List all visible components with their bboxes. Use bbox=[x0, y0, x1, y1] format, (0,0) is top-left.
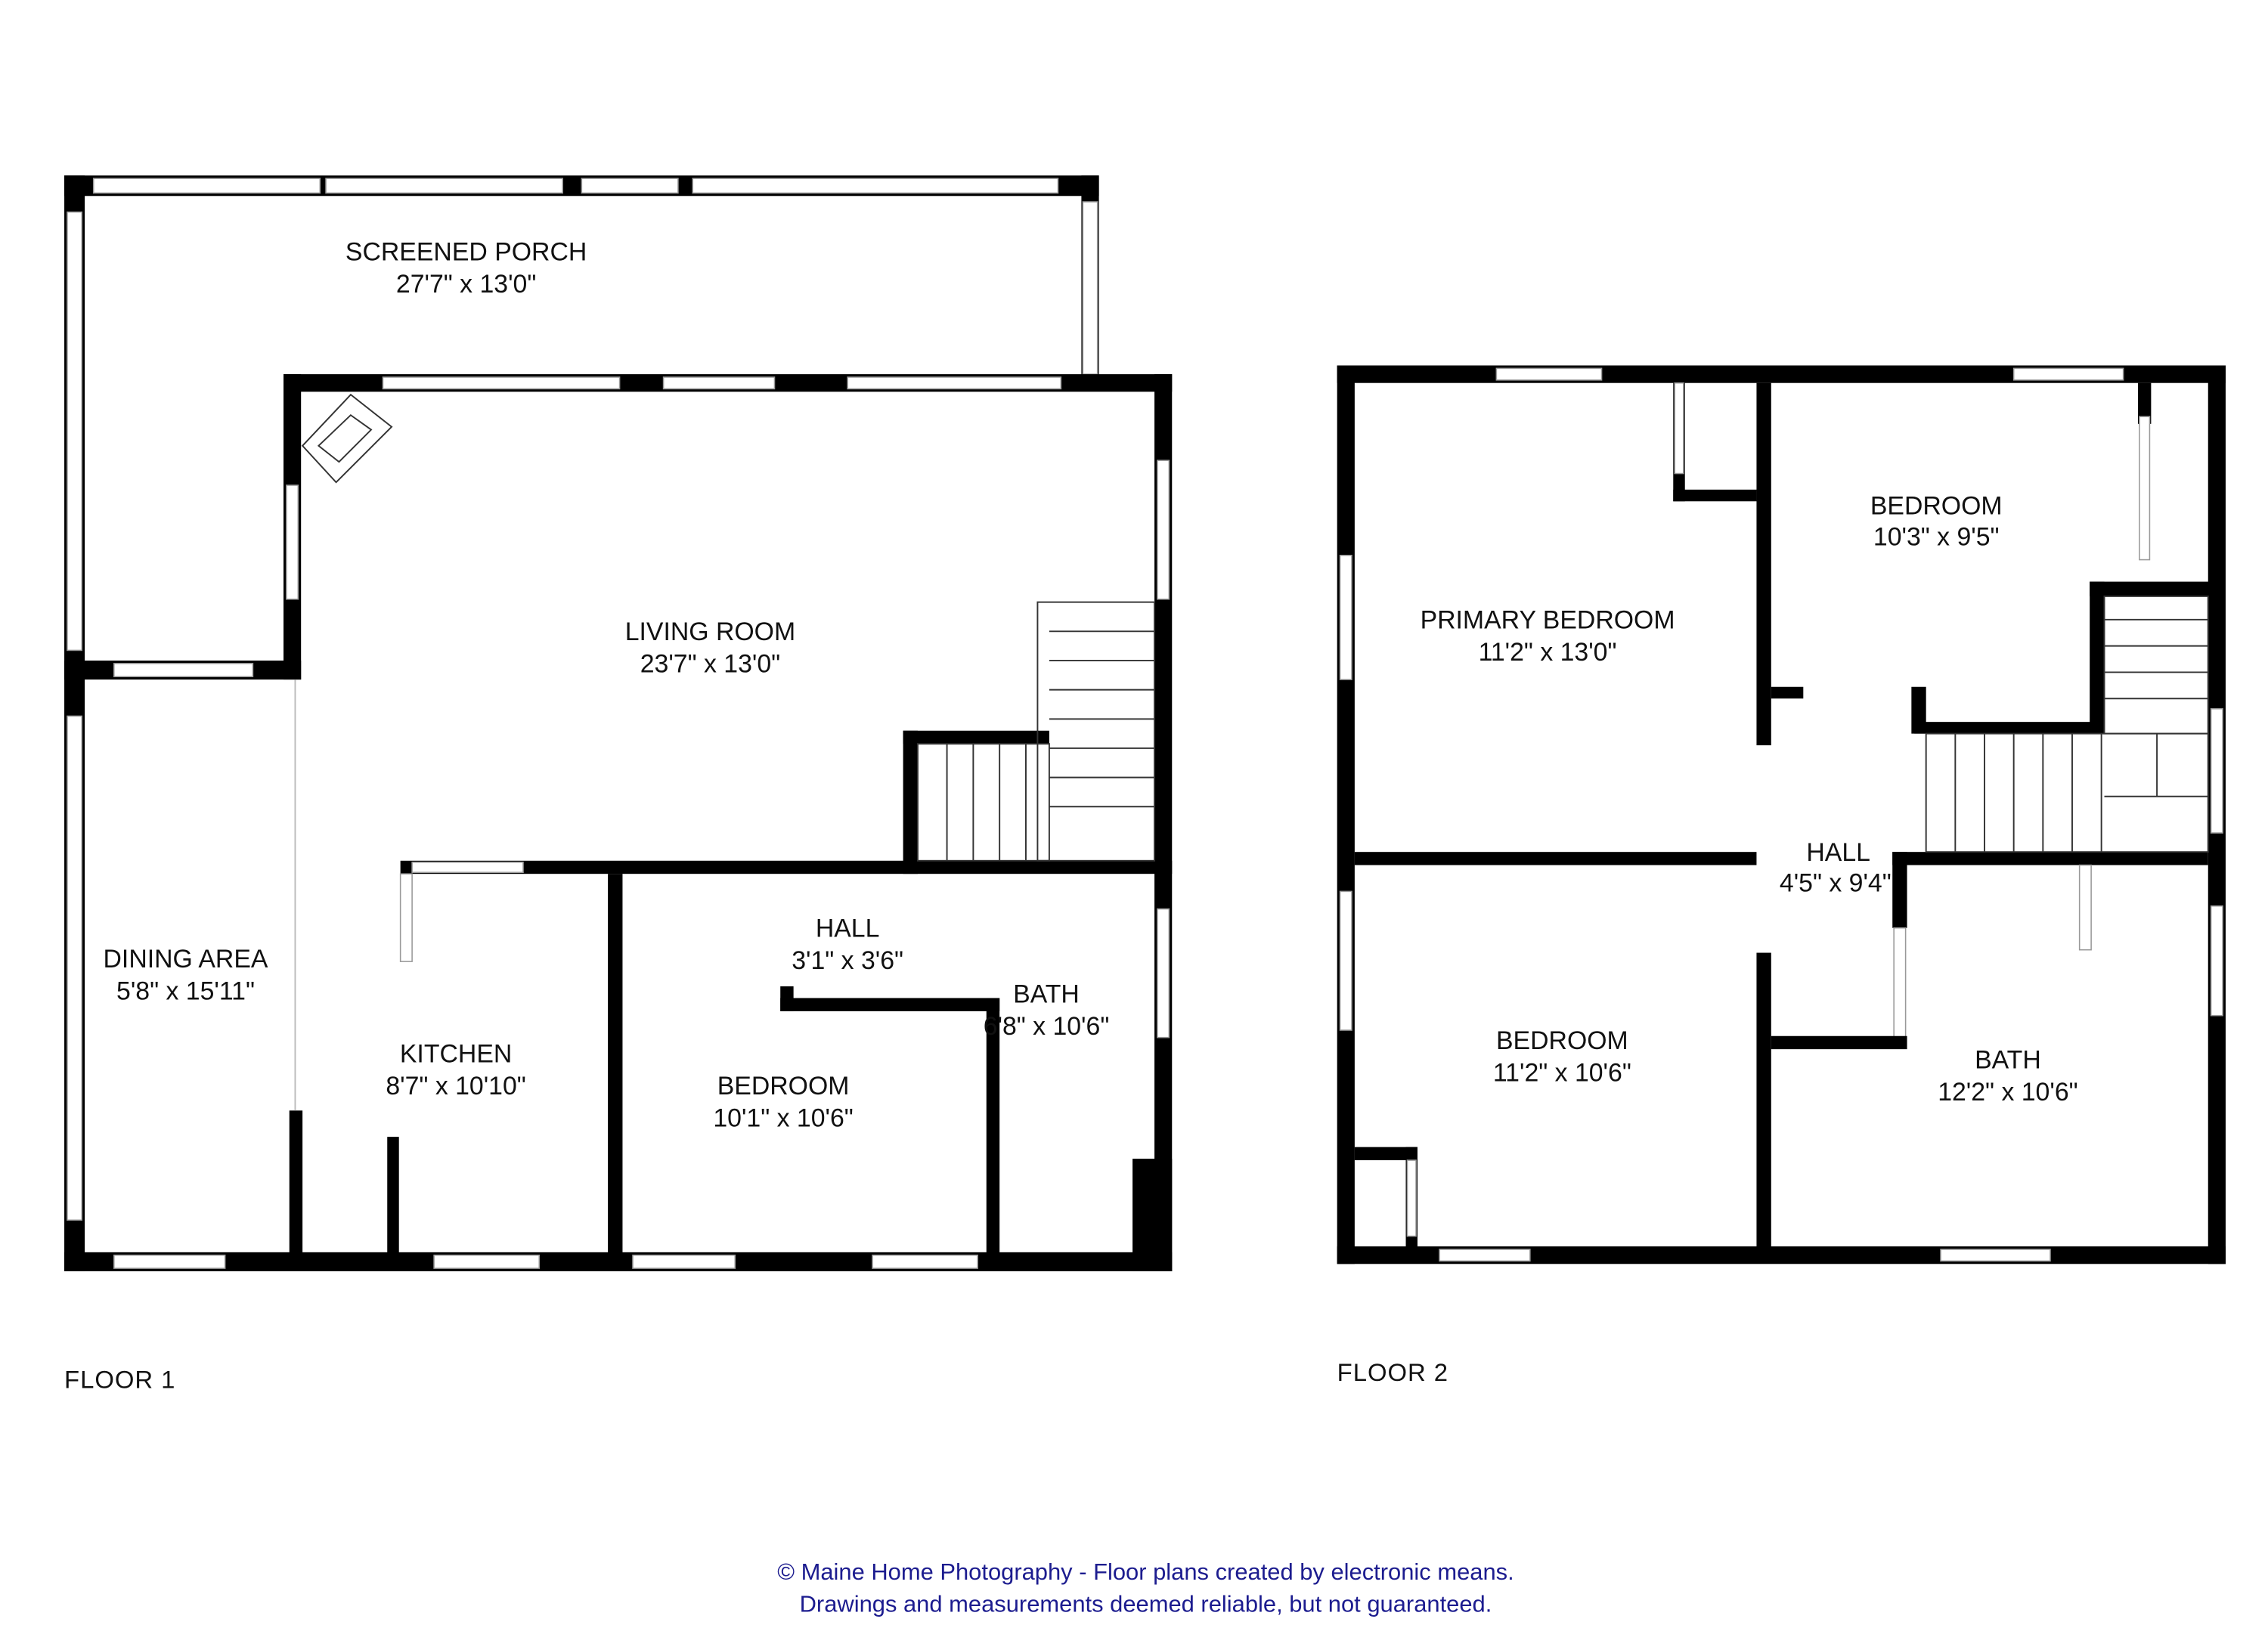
room-dims: 3'1" x 3'6" bbox=[792, 946, 903, 975]
room-name: HALL bbox=[816, 914, 880, 942]
copyright-notice: © Maine Home Photography - Floor plans c… bbox=[777, 1558, 1514, 1585]
room-name: SCREENED PORCH bbox=[345, 237, 587, 266]
room-dims: 8'7" x 10'10" bbox=[386, 1072, 525, 1100]
room-dims: 27'7" x 13'0" bbox=[396, 270, 536, 299]
staircase-icon bbox=[916, 601, 1156, 862]
floor-2-label: FLOOR 2 bbox=[1337, 1358, 1448, 1386]
room-dims: 5'8" x 15'11" bbox=[116, 977, 255, 1005]
room-dims: 12'2" x 10'6" bbox=[1938, 1078, 2077, 1107]
room-dims: 11'2" x 10'6" bbox=[1493, 1059, 1631, 1088]
room-dims: 23'7" x 13'0" bbox=[640, 649, 780, 678]
floor-1-plan: SCREENED PORCH 27'7" x 13'0" LIVING ROOM… bbox=[64, 175, 1173, 1394]
room-dims: 6'8" x 10'6" bbox=[984, 1012, 1110, 1041]
room-name: HALL bbox=[1806, 838, 1870, 867]
room-dims: 11'2" x 13'0" bbox=[1479, 638, 1617, 667]
room-name: BATH bbox=[1013, 980, 1080, 1008]
floor-1-label: FLOOR 1 bbox=[64, 1366, 175, 1394]
room-dims: 4'5" x 9'4" bbox=[1780, 868, 1892, 897]
room-name: KITCHEN bbox=[400, 1040, 512, 1069]
room-name: LIVING ROOM bbox=[625, 618, 795, 646]
floor-2-plan: PRIMARY BEDROOM 11'2" x 13'0" BEDROOM 10… bbox=[1337, 365, 2226, 1386]
room-dims: 10'3" x 9'5" bbox=[1873, 522, 2000, 551]
fireplace-icon bbox=[301, 393, 393, 484]
room-name: PRIMARY BEDROOM bbox=[1421, 605, 1675, 634]
room-name: DINING AREA bbox=[104, 945, 268, 973]
room-name: BEDROOM bbox=[1870, 492, 2003, 521]
room-name: BEDROOM bbox=[1496, 1026, 1628, 1055]
room-dims: 10'1" x 10'6" bbox=[713, 1104, 853, 1133]
staircase-icon bbox=[1925, 595, 2209, 853]
room-name: BEDROOM bbox=[717, 1072, 850, 1100]
disclaimer: Drawings and measurements deemed reliabl… bbox=[800, 1590, 1492, 1617]
room-name: BATH bbox=[1975, 1045, 2041, 1074]
